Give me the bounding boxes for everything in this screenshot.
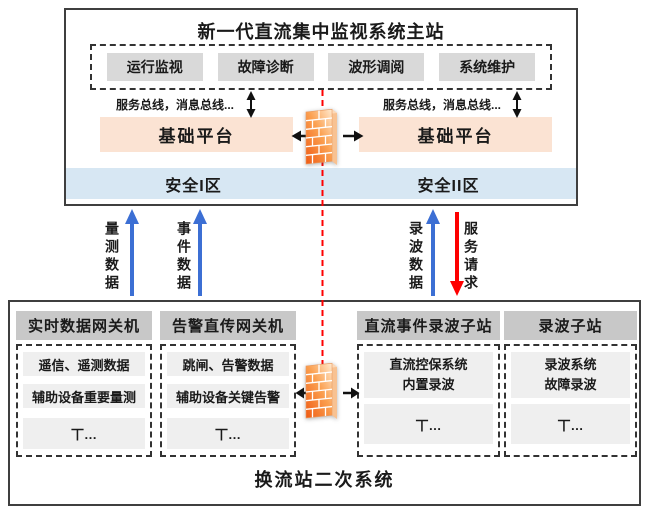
- firewall-icon-top: [305, 108, 337, 165]
- app-box-operation-monitoring: 运行监视: [106, 53, 203, 81]
- app-box-system-maintenance: 系统维护: [439, 53, 536, 81]
- data-item-more: 丅…: [364, 404, 493, 444]
- column-panel-recording-substation: 录波系统 故障录波 丅…: [504, 344, 637, 457]
- column-header-realtime-data-gateway: 实时数据网关机: [16, 311, 152, 340]
- column-header-recording-substation: 录波子站: [504, 311, 637, 340]
- data-item-more: 丅…: [23, 418, 145, 449]
- flow-label-event-data: 事件数据: [176, 221, 192, 293]
- flow-arrow-service-request: [450, 212, 464, 296]
- data-item: 直流控保系统 内置录波: [364, 352, 493, 398]
- service-bus-label-left: 服务总线，消息总线...: [115, 98, 234, 112]
- column-panel-realtime-data-gateway: 遥信、遥测数据 辅助设备重要量测 丅…: [16, 344, 152, 457]
- firewall-icon-bottom: [305, 362, 337, 419]
- master-station-box: 新一代直流集中监视系统主站 运行监视 故障诊断 波形调阅 系统维护 服务总线，消…: [64, 8, 578, 206]
- flow-label-waveform-data: 录波数据: [408, 221, 424, 293]
- data-item: 辅助设备重要量测: [23, 384, 145, 408]
- service-bus-label-right: 服务总线，消息总线...: [382, 98, 501, 112]
- column-panel-alarm-direct-gateway: 跳闸、告警数据 辅助设备关键告警 丅…: [160, 344, 296, 457]
- flow-arrow-measurement-data: [125, 209, 139, 296]
- data-item: 遥信、遥测数据: [23, 352, 145, 376]
- data-item-more: 丅…: [167, 418, 289, 449]
- flow-arrow-event-data: [193, 209, 207, 296]
- column-header-dc-event-recording-substation: 直流事件录波子站: [357, 311, 500, 340]
- security-zone-strip: 安全I区 安全II区: [66, 168, 576, 199]
- data-item: 辅助设备关键告警: [167, 384, 289, 408]
- master-station-title: 新一代直流集中监视系统主站: [197, 22, 445, 42]
- app-box-fault-diagnosis: 故障诊断: [217, 53, 314, 81]
- flow-label-service-request: 服务请求: [463, 221, 479, 293]
- security-zone-2-label: 安全II区: [417, 177, 480, 195]
- application-function-panel: 运行监视 故障诊断 波形调阅 系统维护: [90, 44, 552, 90]
- converter-station-title: 换流站二次系统: [254, 470, 395, 490]
- flow-arrow-waveform-data: [426, 209, 440, 296]
- data-item-more: 丅…: [511, 404, 630, 444]
- data-item: 跳闸、告警数据: [167, 352, 289, 376]
- basic-platform-box-left: 基础平台: [100, 117, 293, 152]
- security-zone-1-label: 安全I区: [165, 177, 222, 195]
- flow-label-measurement-data: 量测数据: [104, 221, 120, 293]
- column-panel-dc-event-recording: 直流控保系统 内置录波 丅…: [357, 344, 500, 457]
- data-item: 录波系统 故障录波: [511, 352, 630, 398]
- app-box-waveform-retrieval: 波形调阅: [328, 53, 425, 81]
- column-header-alarm-direct-gateway: 告警直传网关机: [160, 311, 296, 340]
- basic-platform-box-right: 基础平台: [359, 117, 552, 152]
